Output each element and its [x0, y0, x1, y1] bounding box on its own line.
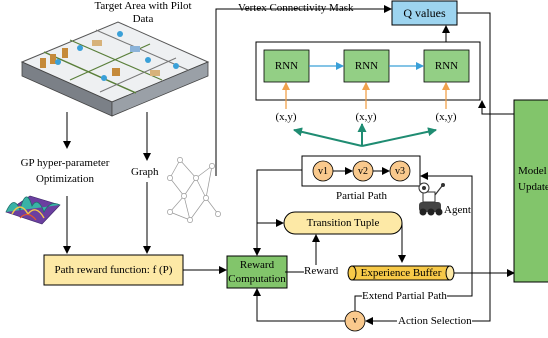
node-v3	[389, 160, 411, 182]
reward-computation-line2: Computation	[228, 273, 286, 285]
computation-to-tuple-arrow	[256, 219, 284, 255]
q-values-label: Q values	[403, 6, 446, 20]
target-area-text: Target Area with Pilot Data	[94, 0, 192, 25]
robot-agent-icon	[418, 182, 445, 216]
agent-label: Agent	[444, 204, 471, 216]
selected-vertex-label: v	[352, 315, 358, 326]
vertex-mask-label: Vertex Connectivity Mask	[238, 2, 354, 14]
rnn-label-1: RNN	[274, 60, 299, 72]
vertex-to-computation-arrow	[253, 288, 345, 322]
experience-buffer-label: Experience Buffer	[360, 267, 442, 279]
model-update-to-rnn-arrow	[478, 100, 514, 115]
node-v1-label: v1	[318, 166, 328, 177]
experience-buffer-cylinder	[347, 265, 455, 281]
gp-surface-plot	[5, 195, 61, 225]
reward-computation-box	[226, 255, 288, 289]
reward-computation-label: Reward Computation	[227, 259, 287, 285]
transition-tuple-label: Transition Tuple	[306, 217, 380, 229]
gp-optimization-label: GP hyper-parameter Optimization	[0, 157, 130, 185]
node-v3-label: v3	[395, 166, 405, 177]
q-values-box	[391, 0, 458, 26]
partial-path-to-computation-arrow	[253, 169, 302, 256]
extend-partial-path-label: Extend Partial Path	[362, 290, 447, 302]
target-area-label: Target Area with Pilot Data	[88, 0, 198, 26]
rnn-label-2: RNN	[354, 60, 379, 72]
extend-partial-path-arrow	[354, 172, 473, 311]
graph-label: Graph	[131, 166, 159, 178]
model-update-box	[513, 99, 548, 283]
partial-path-label: Partial Path	[336, 190, 388, 202]
graph-drawing	[167, 157, 221, 223]
action-selection-label: Action Selection	[398, 315, 472, 327]
model-update-label: Model Update	[518, 165, 548, 193]
floorplan-illustration	[20, 21, 210, 117]
rnn-cell-3	[423, 49, 470, 83]
xy-label-3: (x,y)	[435, 111, 457, 123]
model-update-line1: Model	[518, 165, 547, 177]
xy-label-1: (x,y)	[275, 111, 297, 123]
vertex-mask-arrow	[215, 5, 392, 176]
gp-optimization-line1: GP hyper-parameter	[20, 157, 110, 169]
model-update-line2: Update	[518, 181, 548, 193]
xy-label-2: (x,y)	[355, 111, 377, 123]
rnn-cell-2	[343, 49, 390, 83]
path-reward-function-label: Path reward function: f (P)	[54, 264, 173, 276]
gp-optimization-line2: Optimization	[35, 173, 95, 185]
reward-label: Reward	[304, 265, 339, 277]
rnn-label-3: RNN	[434, 60, 459, 72]
node-v2-label: v2	[358, 166, 368, 177]
partial-path-spread-arrows	[293, 123, 437, 147]
reward-computation-line1: Reward	[239, 259, 275, 271]
